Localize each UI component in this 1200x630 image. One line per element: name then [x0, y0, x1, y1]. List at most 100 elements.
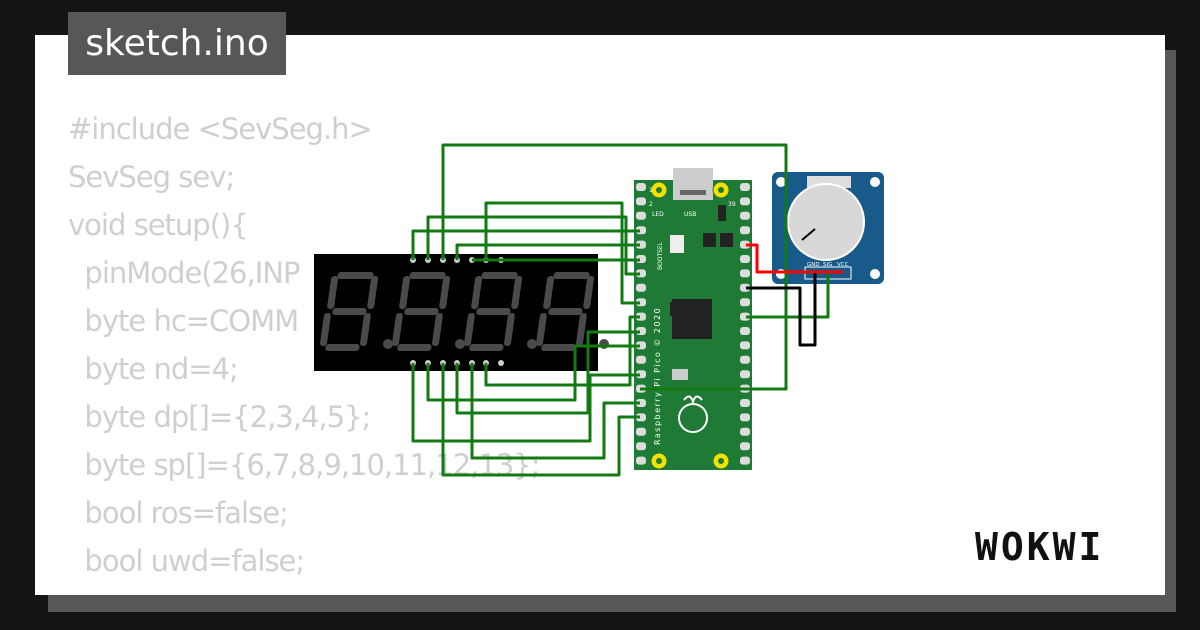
pin: [636, 240, 646, 249]
pin-label: 39: [728, 201, 736, 208]
segment: [367, 276, 379, 309]
segment: [535, 313, 547, 346]
pin: [636, 413, 646, 422]
pin: [740, 413, 750, 422]
pin-label: 1: [649, 187, 653, 194]
pin: [740, 283, 750, 292]
segment: [391, 313, 403, 346]
digit: [535, 272, 595, 351]
segment: [548, 308, 583, 315]
wire: [484, 315, 640, 387]
segment: [583, 276, 595, 309]
preview-card: #include <SevSeg.h> SevSeg sev; void set…: [35, 35, 1165, 595]
digit: [391, 272, 451, 351]
pin: [740, 269, 750, 278]
raspberry-pi-pico[interactable]: 1 2 39 LED USB BOOTSEL Raspberry Pi Pico…: [634, 168, 752, 470]
code-line: #include <SevSeg.h>: [68, 112, 373, 146]
wire: [426, 344, 640, 402]
segment: [553, 272, 590, 279]
segment: [327, 276, 339, 309]
pin: [740, 255, 750, 263]
pin: [740, 327, 750, 335]
pin: [740, 211, 750, 220]
code-line: pinMode(26,INP: [68, 256, 300, 290]
pin: [740, 341, 750, 350]
usb-label: USB: [684, 211, 696, 218]
pin: [740, 226, 750, 235]
pin: [636, 355, 646, 364]
pin: [740, 370, 750, 379]
bootsel-label: BOOTSEL: [657, 241, 664, 270]
code-line: void setup(){: [68, 208, 249, 242]
segment: [481, 272, 518, 279]
segment: [431, 313, 443, 346]
wire: [470, 363, 640, 460]
pin: [636, 211, 646, 220]
segment: [543, 276, 555, 309]
segment: [575, 313, 587, 346]
segment: [399, 276, 411, 309]
wire: [411, 363, 640, 443]
wokwi-logo: WOKWI: [975, 525, 1105, 569]
pin: [740, 456, 750, 465]
pin-label: 2: [649, 201, 653, 208]
decimal-point: [527, 339, 537, 349]
raspberry-logo-icon: [678, 395, 708, 433]
wire: [484, 201, 640, 305]
segment: [541, 344, 576, 351]
wire: [441, 363, 640, 477]
pin: [498, 360, 504, 366]
code-line: byte nd=4;: [68, 352, 238, 386]
pin: [740, 312, 750, 321]
pin: [740, 183, 750, 191]
segment: [404, 308, 439, 315]
pin: [636, 456, 646, 465]
vcc-wire: [746, 243, 843, 274]
usb-connector: [673, 168, 713, 200]
segment: [469, 344, 504, 351]
segment: [503, 313, 515, 346]
wire: [441, 143, 788, 391]
digit: [463, 272, 523, 351]
segment: [397, 344, 432, 351]
segment: [319, 313, 331, 346]
segment: [359, 313, 371, 346]
segment: [337, 272, 374, 279]
decimal-point: [383, 339, 393, 349]
wire: [455, 243, 640, 260]
bootsel-button: [670, 235, 684, 253]
pin: [740, 355, 750, 364]
vcc-label: VCC: [837, 262, 849, 268]
pin: [740, 298, 750, 307]
digit: [319, 272, 379, 351]
segment: [476, 308, 511, 315]
pin: [636, 312, 646, 321]
file-tab[interactable]: sketch.ino: [68, 12, 286, 75]
pin: [636, 183, 646, 191]
board-name-label: Raspberry Pi Pico © 2020: [653, 307, 662, 445]
wire: [426, 215, 640, 276]
decimal-point: [455, 339, 465, 349]
pin: [636, 427, 646, 436]
segment: [325, 344, 360, 351]
code-line: bool uwd=false;: [68, 544, 305, 578]
gnd-wire: [746, 273, 817, 347]
pin: [636, 442, 646, 451]
pin: [636, 197, 646, 206]
pin: [740, 399, 750, 407]
pin: [740, 442, 750, 451]
potentiometer[interactable]: GND SIG VCC: [772, 172, 884, 284]
pin: [636, 283, 646, 292]
pin: [636, 399, 646, 407]
wire: [411, 229, 640, 260]
segment: [332, 308, 367, 315]
pot-knob: [787, 183, 865, 261]
segment: [511, 276, 523, 309]
segment: [463, 313, 475, 346]
gnd-label: GND: [807, 262, 820, 268]
segment: [409, 272, 446, 279]
code-line: SevSeg sev;: [68, 160, 235, 194]
pin: [740, 197, 750, 206]
seven-segment-display[interactable]: [314, 254, 609, 371]
